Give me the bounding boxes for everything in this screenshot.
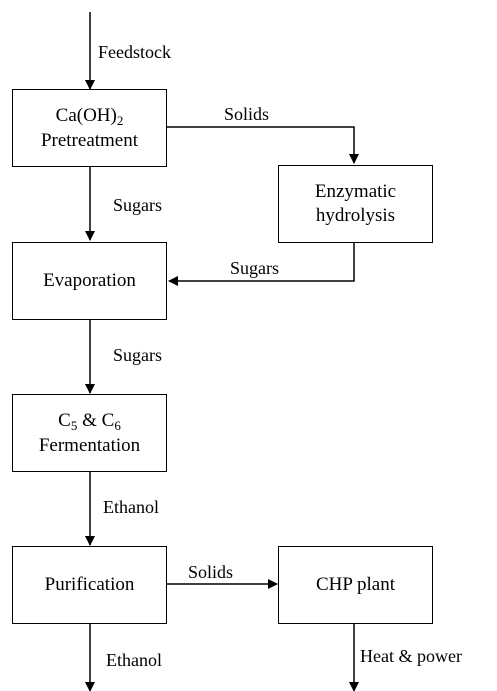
solids-to-chp-label: Solids bbox=[188, 562, 234, 582]
ethanol-fermentation-label: Ethanol bbox=[103, 497, 159, 517]
sugars-evaporation-label: Sugars bbox=[113, 345, 162, 365]
heat-power-label: Heat & power bbox=[360, 646, 462, 666]
enzymatic-hydrolysis-box: Enzymatic hydrolysis bbox=[278, 165, 433, 243]
ethanol-output-label: Ethanol bbox=[106, 650, 162, 670]
pretreatment-chemical-label: Ca(OH)2 bbox=[55, 104, 124, 128]
evaporation-box: Evaporation bbox=[12, 242, 167, 320]
evaporation-label: Evaporation bbox=[43, 270, 136, 291]
fermentation-sugars-label: C5 & C6 bbox=[58, 409, 121, 433]
solids-to-hydrolysis-label: Solids bbox=[224, 104, 270, 124]
feedstock-label: Feedstock bbox=[98, 42, 171, 62]
fermentation-label: Fermentation bbox=[38, 434, 141, 456]
hydrolysis-line1: Enzymatic bbox=[314, 181, 397, 202]
pretreatment-box: Ca(OH)2 Pretreatment bbox=[12, 89, 167, 167]
pretreatment-label: Pretreatment bbox=[40, 129, 139, 151]
chp-plant-box: CHP plant bbox=[278, 546, 433, 624]
purification-box: Purification bbox=[12, 546, 167, 624]
hydrolysis-line2: hydrolysis bbox=[315, 205, 396, 226]
fermentation-box: C5 & C6 Fermentation bbox=[12, 394, 167, 472]
sugars-hydrolysis-to-evaporation-arrow bbox=[168, 243, 355, 286]
solids-to-hydrolysis-arrow bbox=[166, 126, 359, 164]
purification-label: Purification bbox=[44, 574, 135, 595]
sugars-hydrolysis-label: Sugars bbox=[230, 258, 279, 278]
chp-plant-label: CHP plant bbox=[316, 574, 395, 595]
sugars-pretreatment-label: Sugars bbox=[113, 195, 162, 215]
